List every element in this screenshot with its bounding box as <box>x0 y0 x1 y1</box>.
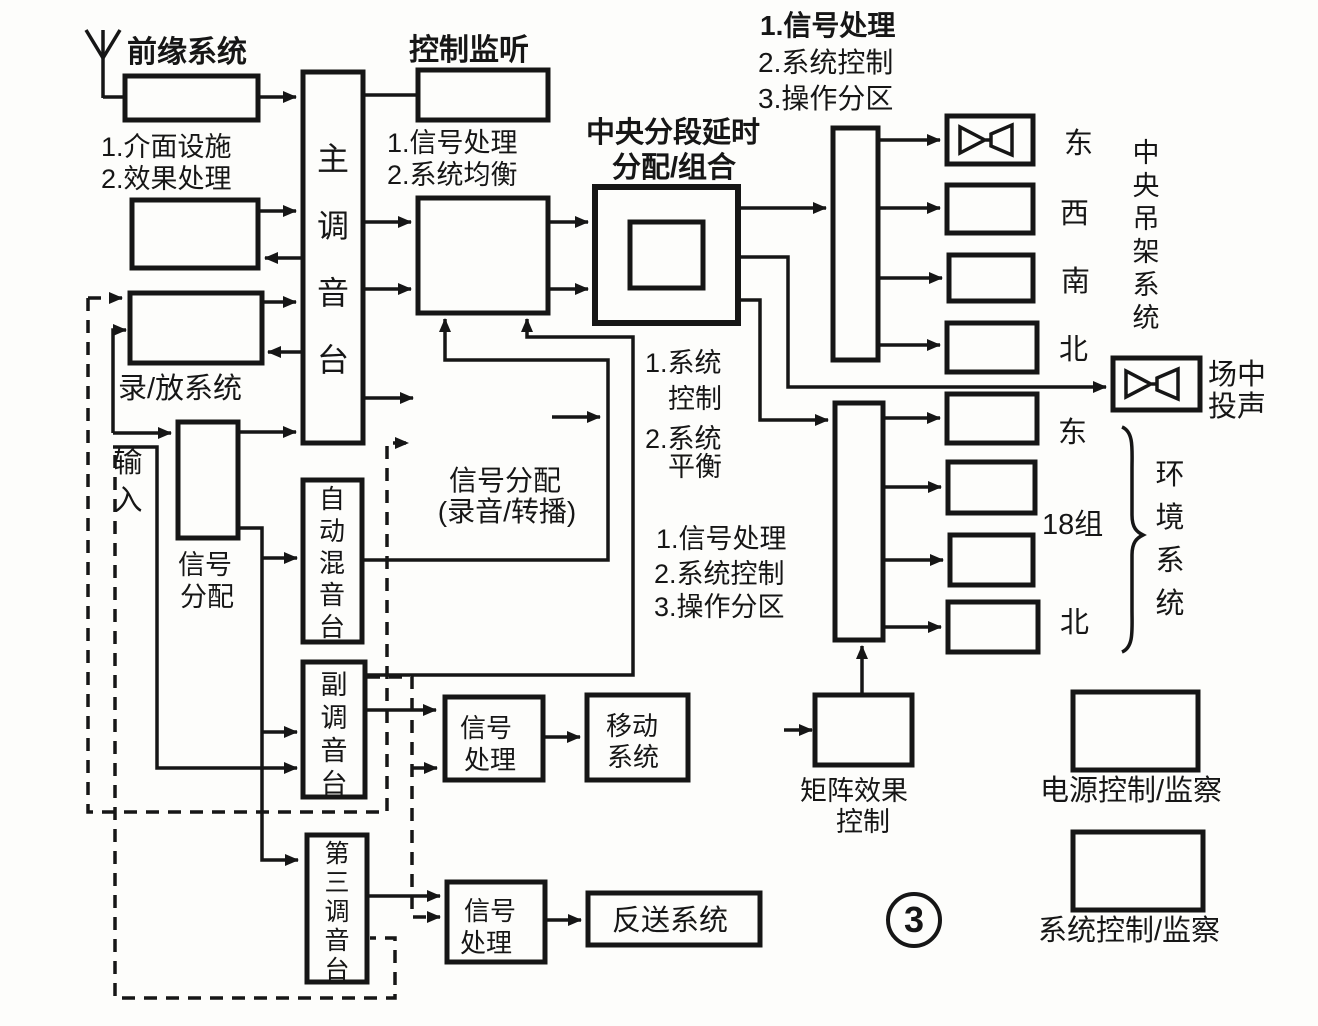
front-system-label: 前缘系统 <box>127 35 247 69</box>
env-speaker-north-box <box>945 599 1041 655</box>
ceiling-speaker-north-box <box>944 320 1040 375</box>
signal-dist-label-1: 信号 <box>178 550 232 580</box>
interface-effects-box <box>129 197 261 271</box>
interface-note-2: 2.效果处理 <box>101 164 232 194</box>
dist-b-note-1: 1.信号处理 <box>656 524 787 554</box>
speaker-icon <box>1124 366 1180 402</box>
sigproc-note-2: 2.系统均衡 <box>387 160 518 190</box>
direction-south-label: 南 <box>1061 265 1090 298</box>
distributor-a-box <box>830 125 881 363</box>
central-delay-inner-box <box>627 219 706 291</box>
env-east-label: 东 <box>1058 416 1087 449</box>
env-speaker-east-box <box>944 391 1040 446</box>
recdist-label-2: (录音/转播) <box>438 496 576 527</box>
direction-east-label: 东 <box>1064 127 1093 160</box>
env-system-label: 环境系统 <box>1155 459 1184 620</box>
main-console-box <box>300 69 366 446</box>
field-center-speaker-box <box>1110 355 1203 413</box>
record-play-label: 录/放系统 <box>118 372 242 405</box>
sigproc-note-1: 1.信号处理 <box>387 128 518 158</box>
third-console-label: 第三调音台 <box>324 840 349 984</box>
central-note-4: 平衡 <box>668 452 722 482</box>
system-control-label: 系统控制/监察 <box>1038 914 1220 947</box>
interface-note-1: 1.介面设施 <box>101 132 232 162</box>
control-monitor-box <box>415 67 551 123</box>
sproc1-label-2: 处理 <box>464 745 516 775</box>
control-monitor-label: 控制监听 <box>409 34 529 67</box>
matrix-effect-box <box>812 692 915 768</box>
dist-b-note-2: 2.系统控制 <box>654 559 785 589</box>
signal-dist-label-2: 分配 <box>180 582 234 612</box>
dashed-sub-chain <box>367 675 441 923</box>
third-console-box <box>304 832 370 985</box>
sub-console-box <box>300 659 368 800</box>
figure-number-badge <box>886 892 942 948</box>
input-to-recplay-stub <box>111 324 127 433</box>
env-speaker-2-box <box>945 459 1038 516</box>
antenna-icon <box>101 29 122 59</box>
antenna-icon <box>84 29 105 59</box>
distributor-b-box <box>832 400 886 643</box>
sproc1-label-1: 信号 <box>460 713 512 743</box>
signal-dist-box <box>175 419 241 541</box>
signal-process-eq-box <box>415 195 551 316</box>
power-control-label: 电源控制/监察 <box>1040 774 1222 807</box>
ceiling-speaker-east-box <box>944 113 1036 167</box>
central-delay-label-2: 分配/组合 <box>612 150 736 184</box>
dashed-input-bottom-loop <box>113 455 397 1000</box>
dashed-main-loop <box>86 298 409 814</box>
automix-feedback-loop <box>362 318 610 562</box>
mid-speaker-label-1: 场中 <box>1208 358 1266 391</box>
dist-a-note-3: 3.操作分区 <box>758 83 893 114</box>
mobile-label-1: 移动 <box>606 711 658 741</box>
env-system-brace <box>1121 425 1147 654</box>
central-note-2: 控制 <box>668 384 722 414</box>
matrix-label-1: 矩阵效果 <box>800 776 908 806</box>
direction-north-label: 北 <box>1059 334 1088 366</box>
central-to-midspeaker <box>738 255 1107 393</box>
recdist-label-1: 信号分配 <box>449 465 561 496</box>
mobile-system-box <box>584 692 691 783</box>
direction-west-label: 西 <box>1060 198 1089 230</box>
input-down-to-subconsole <box>113 445 298 774</box>
signal-proc-2-box <box>444 879 548 965</box>
central-delay-label-1: 中央分段延时 <box>586 115 760 149</box>
auto-mix-label: 自动混音台 <box>319 484 345 642</box>
power-control-box <box>1070 689 1201 773</box>
central-note-3: 2.系统 <box>645 424 722 454</box>
mid-speaker-label-2: 投声 <box>1208 390 1266 423</box>
matrix-label-2: 控制 <box>836 807 890 837</box>
speaker-icon <box>958 122 1014 158</box>
mobile-label-2: 系统 <box>607 742 659 772</box>
sproc2-label-1: 信号 <box>464 896 516 926</box>
return-system-box <box>585 890 763 948</box>
subconsole-feedback-loop <box>365 318 635 677</box>
front-end-box <box>122 73 261 123</box>
main-console-label: 主调音台 <box>317 141 349 378</box>
sigdist-chain-line <box>238 526 299 866</box>
sub-console-label: 副调音台 <box>321 670 348 799</box>
system-control-box <box>1070 829 1206 913</box>
env-group-count-label: 18组 <box>1042 508 1103 541</box>
central-note-1: 1.系统 <box>645 348 722 378</box>
ceiling-system-label: 中央吊架系统 <box>1133 138 1160 333</box>
ceiling-speaker-west-box <box>944 182 1036 236</box>
central-to-dist-b <box>738 298 829 426</box>
dist-a-note-1: 1.信号处理 <box>760 10 895 41</box>
sproc2-label-2: 处理 <box>460 928 512 958</box>
dist-a-note-2: 2.系统控制 <box>758 47 893 78</box>
figure-number-text: 3 <box>904 899 924 940</box>
return-system-label: 反送系统 <box>612 904 728 937</box>
env-speaker-3-box <box>947 532 1036 588</box>
dist-b-note-3: 3.操作分区 <box>654 592 785 622</box>
central-delay-box <box>592 184 741 326</box>
input-label: 输入 <box>113 446 142 517</box>
env-north-label: 北 <box>1060 607 1089 639</box>
record-play-box <box>127 290 265 366</box>
ceiling-speaker-south-box <box>946 252 1036 304</box>
